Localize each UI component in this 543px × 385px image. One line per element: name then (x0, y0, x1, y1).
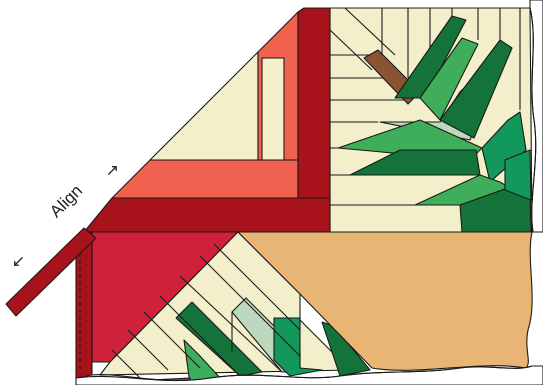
tree-block (330, 0, 543, 232)
log-cabin-corner (84, 8, 330, 232)
red-strip-vertical (298, 8, 330, 198)
cream-strip (262, 58, 284, 168)
align-arrow-left-icon: ← (7, 250, 30, 273)
coral-strip-horizontal (112, 160, 298, 198)
red-strip-horizontal (84, 198, 330, 232)
cream-triangle (150, 52, 258, 160)
align-arrow-right-icon: → (101, 159, 124, 182)
align-label: Align (46, 181, 86, 221)
